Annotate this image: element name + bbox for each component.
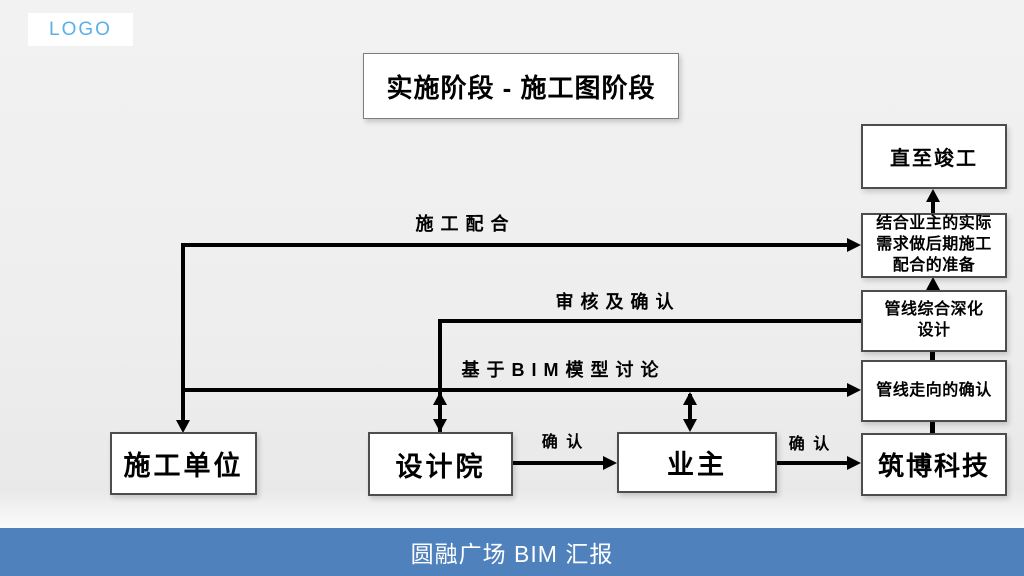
arrow-down-into-design-institute-icon (433, 419, 447, 432)
node-later-construction-prep: 结合业主的实际 需求做后期施工 配合的准备 (861, 213, 1007, 278)
edge-prep-to-completion-vline (931, 200, 935, 213)
node-zhubo-tech: 筑博科技 (861, 433, 1007, 496)
arrow-up-from-owner-icon (683, 392, 697, 405)
arrow-down-into-owner-icon (683, 419, 697, 432)
arrow-right-into-routing-confirm-icon (847, 383, 861, 397)
arrow-up-into-until-completion-icon (926, 189, 940, 202)
logo-text: LOGO (49, 18, 112, 40)
edge-construction-coordination-vline (181, 245, 185, 423)
arrow-down-into-construction-unit-icon (176, 420, 190, 433)
edge-design-to-owner-hline (513, 461, 604, 465)
edge-label-confirm-design-to-owner: 确 认 (541, 434, 585, 451)
node-until-completion: 直至竣工 (861, 124, 1007, 189)
edge-owner-bim-vline (688, 394, 692, 426)
arrow-right-into-zhubo-icon (847, 456, 861, 470)
edge-label-confirm-owner-to-zhubo: 确 认 (788, 436, 832, 453)
title-box: 实施阶段 - 施工图阶段 (363, 53, 679, 119)
node-pipeline-routing-confirm: 管线走向的确认 (861, 360, 1007, 422)
node-construction-unit: 施工单位 (110, 432, 257, 495)
arrow-up-into-later-prep-icon (926, 277, 940, 290)
arrow-right-into-later-prep-icon (847, 238, 861, 252)
edge-review-confirm-hline (438, 319, 861, 323)
edge-label-bim-discussion: 基 于 B I M 模 型 讨 论 (461, 360, 660, 380)
node-owner: 业主 (617, 432, 777, 493)
footer-title: 圆融广场 BIM 汇报 (410, 541, 614, 567)
arrow-right-into-owner-icon (603, 456, 617, 470)
footer-bar: 圆融广场 BIM 汇报 (0, 528, 1024, 576)
edge-owner-to-zhubo-hline (777, 461, 848, 465)
edge-bim-discussion-hline (181, 388, 847, 392)
arrow-up-from-design-institute-icon (433, 392, 447, 405)
page-title: 实施阶段 - 施工图阶段 (386, 72, 656, 103)
node-mep-deepening-design: 管线综合深化 设计 (861, 290, 1007, 352)
node-design-institute: 设计院 (368, 432, 513, 496)
edge-label-construction-coordination: 施 工 配 合 (415, 214, 510, 234)
edge-construction-coordination-hline (181, 243, 848, 247)
edge-review-confirm-vline (438, 319, 442, 432)
edge-label-review-confirm: 审 核 及 确 认 (555, 292, 675, 312)
edge-routing-to-deepening-vline (930, 352, 935, 361)
edge-zhubo-to-routing-vline (930, 422, 935, 434)
logo: LOGO (28, 13, 133, 46)
